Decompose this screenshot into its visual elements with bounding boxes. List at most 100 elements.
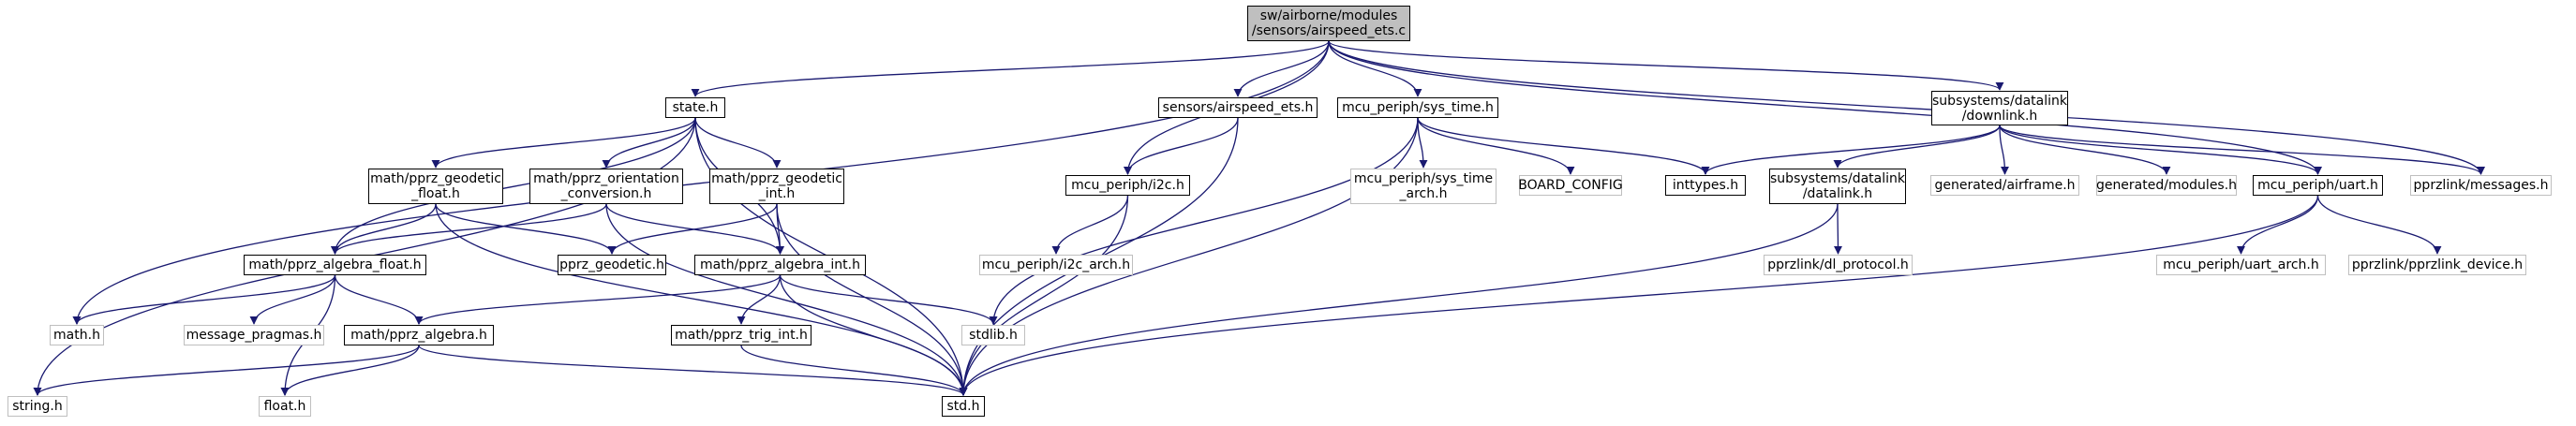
edge-mcu_periph_uart_h-to-pprzlink_pprzlink_device_h bbox=[2316, 195, 2442, 255]
node-pprzlink-messages-h[interactable]: pprzlink/messages.h bbox=[2410, 175, 2552, 196]
node-label: message_pragmas.h bbox=[186, 328, 322, 343]
node-mcu-periph-uart-h[interactable]: mcu_periph/uart.h bbox=[2253, 175, 2383, 196]
node-math-pprz-algebra-int-h[interactable]: math/pprz_algebra_int.h bbox=[694, 255, 866, 275]
node-pprz-geodetic-h[interactable]: pprz_geodetic.h bbox=[558, 255, 666, 275]
node-label: math/pprz_algebra.h bbox=[350, 328, 487, 343]
node-string-h[interactable]: string.h bbox=[7, 396, 67, 417]
node-mcu-periph-sys-time-arch-h[interactable]: mcu_periph/sys_time _arch.h bbox=[1350, 169, 1496, 204]
edge-subsystems_datalink_datalink_h-to-pprzlink_dl_protocol_h bbox=[1833, 203, 1843, 255]
node-label: mcu_periph/i2c.h bbox=[1071, 178, 1184, 193]
node-mcu-periph-uart-arch-h[interactable]: mcu_periph/uart_arch.h bbox=[2156, 255, 2326, 275]
edge-math_pprz_orientation_conversion_h-to-math_pprz_algebra_float_h bbox=[331, 203, 607, 255]
node-generated-modules-h[interactable]: generated/modules.h bbox=[2096, 175, 2237, 196]
edge-mcu_periph_uart_h-to-std_h bbox=[959, 195, 2319, 396]
edge-math_pprz_algebra_float_h-to-message_pragmas_h bbox=[249, 274, 336, 325]
node-label: BOARD_CONFIG bbox=[1518, 178, 1623, 193]
node-label: subsystems/datalink /downlink.h bbox=[1932, 93, 2067, 124]
edge-airspeed_ets_c-to-subsystems_datalink_downlink_h bbox=[1328, 40, 2004, 91]
node-state-h[interactable]: state.h bbox=[665, 97, 725, 118]
edge-subsystems_datalink_downlink_h-to-generated_airframe_h bbox=[1999, 125, 2010, 175]
node-label: mcu_periph/uart.h bbox=[2257, 178, 2378, 193]
node-label: mcu_periph/i2c_arch.h bbox=[981, 257, 1131, 272]
node-label: string.h bbox=[12, 399, 63, 414]
node-label: generated/airframe.h bbox=[1934, 178, 2076, 193]
edge-math_pprz_algebra_h-to-string_h bbox=[33, 345, 420, 396]
node-airspeed-ets-c[interactable]: sw/airborne/modules /sensors/airspeed_et… bbox=[1247, 6, 1410, 41]
node-label: pprzlink/dl_protocol.h bbox=[1767, 257, 1909, 272]
node-sensors-airspeed-ets-h[interactable]: sensors/airspeed_ets.h bbox=[1158, 97, 1318, 118]
edge-math_pprz_trig_int_h-to-std_h bbox=[740, 345, 968, 396]
edge-math_pprz_algebra_int_h-to-std_h bbox=[779, 274, 968, 396]
node-math-pprz-algebra-h[interactable]: math/pprz_algebra.h bbox=[344, 325, 494, 345]
node-subsystems-datalink-datalink-h[interactable]: subsystems/datalink /datalink.h bbox=[1769, 169, 1906, 204]
node-message-pragmas-h[interactable]: message_pragmas.h bbox=[184, 325, 324, 345]
edge-mcu_periph_sys_time_h-to-stdlib_h bbox=[989, 117, 1419, 325]
node-float-h[interactable]: float.h bbox=[259, 396, 311, 417]
edge-math_pprz_geodetic_int_h-to-pprz_geodetic_h bbox=[607, 203, 778, 255]
node-inttypes-h[interactable]: inttypes.h bbox=[1665, 175, 1746, 196]
node-label: sensors/airspeed_ets.h bbox=[1162, 100, 1314, 115]
edge-state_h-to-math_pprz_geodetic_float_h bbox=[431, 117, 696, 169]
node-label: float.h bbox=[263, 399, 306, 414]
edge-math_pprz_orientation_conversion_h-to-std_h bbox=[605, 203, 968, 396]
edge-math_pprz_algebra_int_h-to-math_pprz_trig_int_h bbox=[737, 274, 782, 325]
node-generated-airframe-h[interactable]: generated/airframe.h bbox=[1930, 175, 2079, 196]
node-label: subsystems/datalink /datalink.h bbox=[1770, 171, 1905, 201]
edge-math_pprz_algebra_int_h-to-stdlib_h bbox=[779, 274, 998, 325]
edge-math_pprz_geodetic_float_h-to-pprz_geodetic_h bbox=[435, 203, 617, 255]
edge-math_pprz_algebra_int_h-to-math_pprz_algebra_h bbox=[414, 274, 782, 325]
edge-airspeed_ets_c-to-mcu_periph_sys_time_h bbox=[1328, 40, 1422, 97]
edge-math_pprz_algebra_float_h-to-math_pprz_algebra_h bbox=[334, 274, 424, 325]
node-math-pprz-geodetic-int-h[interactable]: math/pprz_geodetic _int.h bbox=[709, 169, 844, 204]
node-board-config[interactable]: BOARD_CONFIG bbox=[1518, 175, 1623, 196]
edge-subsystems_datalink_datalink_h-to-std_h bbox=[959, 203, 1839, 396]
node-subsystems-datalink-downlink-h[interactable]: subsystems/datalink /downlink.h bbox=[1931, 91, 2068, 125]
edge-state_h-to-math_pprz_algebra_float_h bbox=[330, 117, 696, 255]
edge-state_h-to-math_pprz_geodetic_int_h bbox=[694, 117, 782, 169]
node-label: std.h bbox=[946, 399, 980, 414]
edge-subsystems_datalink_downlink_h-to-subsystems_datalink_datalink_h bbox=[1833, 125, 2001, 169]
edge-mcu_periph_sys_time_h-to-inttypes_h bbox=[1417, 117, 1710, 175]
edge-math_pprz_algebra_h-to-float_h bbox=[280, 345, 420, 396]
node-label: math.h bbox=[53, 328, 100, 343]
edge-sensors_airspeed_ets_h-to-mcu_periph_i2c_h bbox=[1123, 117, 1239, 175]
edge-subsystems_datalink_downlink_h-to-generated_modules_h bbox=[1999, 125, 2171, 175]
edge-airspeed_ets_c-to-mcu_periph_uart_h bbox=[1328, 40, 2322, 175]
node-std-h[interactable]: std.h bbox=[942, 396, 985, 417]
node-label: sw/airborne/modules /sensors/airspeed_et… bbox=[1251, 8, 1407, 38]
edge-subsystems_datalink_downlink_h-to-pprzlink_messages_h bbox=[1999, 125, 2485, 175]
node-math-pprz-trig-int-h[interactable]: math/pprz_trig_int.h bbox=[671, 325, 812, 345]
node-pprzlink-dl-protocol-h[interactable]: pprzlink/dl_protocol.h bbox=[1764, 255, 1913, 275]
node-label: pprz_geodetic.h bbox=[559, 257, 664, 272]
node-mcu-periph-sys-time-h[interactable]: mcu_periph/sys_time.h bbox=[1337, 97, 1498, 118]
node-label: math/pprz_algebra_float.h bbox=[248, 257, 422, 272]
edge-airspeed_ets_c-to-sensors_airspeed_ets_h bbox=[1233, 40, 1330, 97]
node-math-h[interactable]: math.h bbox=[50, 325, 104, 345]
edge-math_pprz_geodetic_int_h-to-std_h bbox=[776, 203, 968, 396]
node-label: generated/modules.h bbox=[2095, 178, 2238, 193]
node-math-pprz-orientation-conversion-h[interactable]: math/pprz_orientation _conversion.h bbox=[529, 169, 683, 204]
node-label: math/pprz_trig_int.h bbox=[675, 328, 808, 343]
edge-mcu_periph_sys_time_h-to-board_config bbox=[1417, 117, 1575, 175]
node-mcu-periph-i2c-arch-h[interactable]: mcu_periph/i2c_arch.h bbox=[979, 255, 1133, 275]
node-label: pprzlink/pprzlink_device.h bbox=[2351, 257, 2524, 272]
edge-math_pprz_algebra_h-to-std_h bbox=[418, 345, 968, 396]
edge-subsystems_datalink_downlink_h-to-mcu_periph_uart_h bbox=[1999, 125, 2322, 175]
edge-math_pprz_geodetic_float_h-to-math_pprz_algebra_float_h bbox=[330, 203, 437, 255]
edge-subsystems_datalink_downlink_h-to-inttypes_h bbox=[1701, 125, 2001, 175]
edge-mcu_periph_uart_h-to-mcu_periph_uart_arch_h bbox=[2236, 195, 2319, 255]
node-math-pprz-geodetic-float-h[interactable]: math/pprz_geodetic _float.h bbox=[368, 169, 503, 204]
node-label: math/pprz_geodetic _float.h bbox=[370, 171, 501, 201]
edge-mcu_periph_i2c_h-to-std_h bbox=[959, 195, 1129, 396]
edge-airspeed_ets_c-to-pprzlink_messages_h bbox=[1328, 40, 2485, 175]
node-math-pprz-algebra-float-h[interactable]: math/pprz_algebra_float.h bbox=[244, 255, 426, 275]
node-label: mcu_periph/sys_time.h bbox=[1342, 100, 1494, 115]
edge-mcu_periph_i2c_h-to-mcu_periph_i2c_arch_h bbox=[1051, 195, 1129, 255]
node-label: mcu_periph/sys_time _arch.h bbox=[1353, 171, 1494, 201]
node-stdlib-h[interactable]: stdlib.h bbox=[961, 325, 1025, 345]
node-label: mcu_periph/uart_arch.h bbox=[2163, 257, 2319, 272]
node-label: state.h bbox=[672, 100, 719, 115]
node-mcu-periph-i2c-h[interactable]: mcu_periph/i2c.h bbox=[1065, 175, 1190, 196]
node-pprzlink-pprzlink-device-h[interactable]: pprzlink/pprzlink_device.h bbox=[2348, 255, 2526, 275]
